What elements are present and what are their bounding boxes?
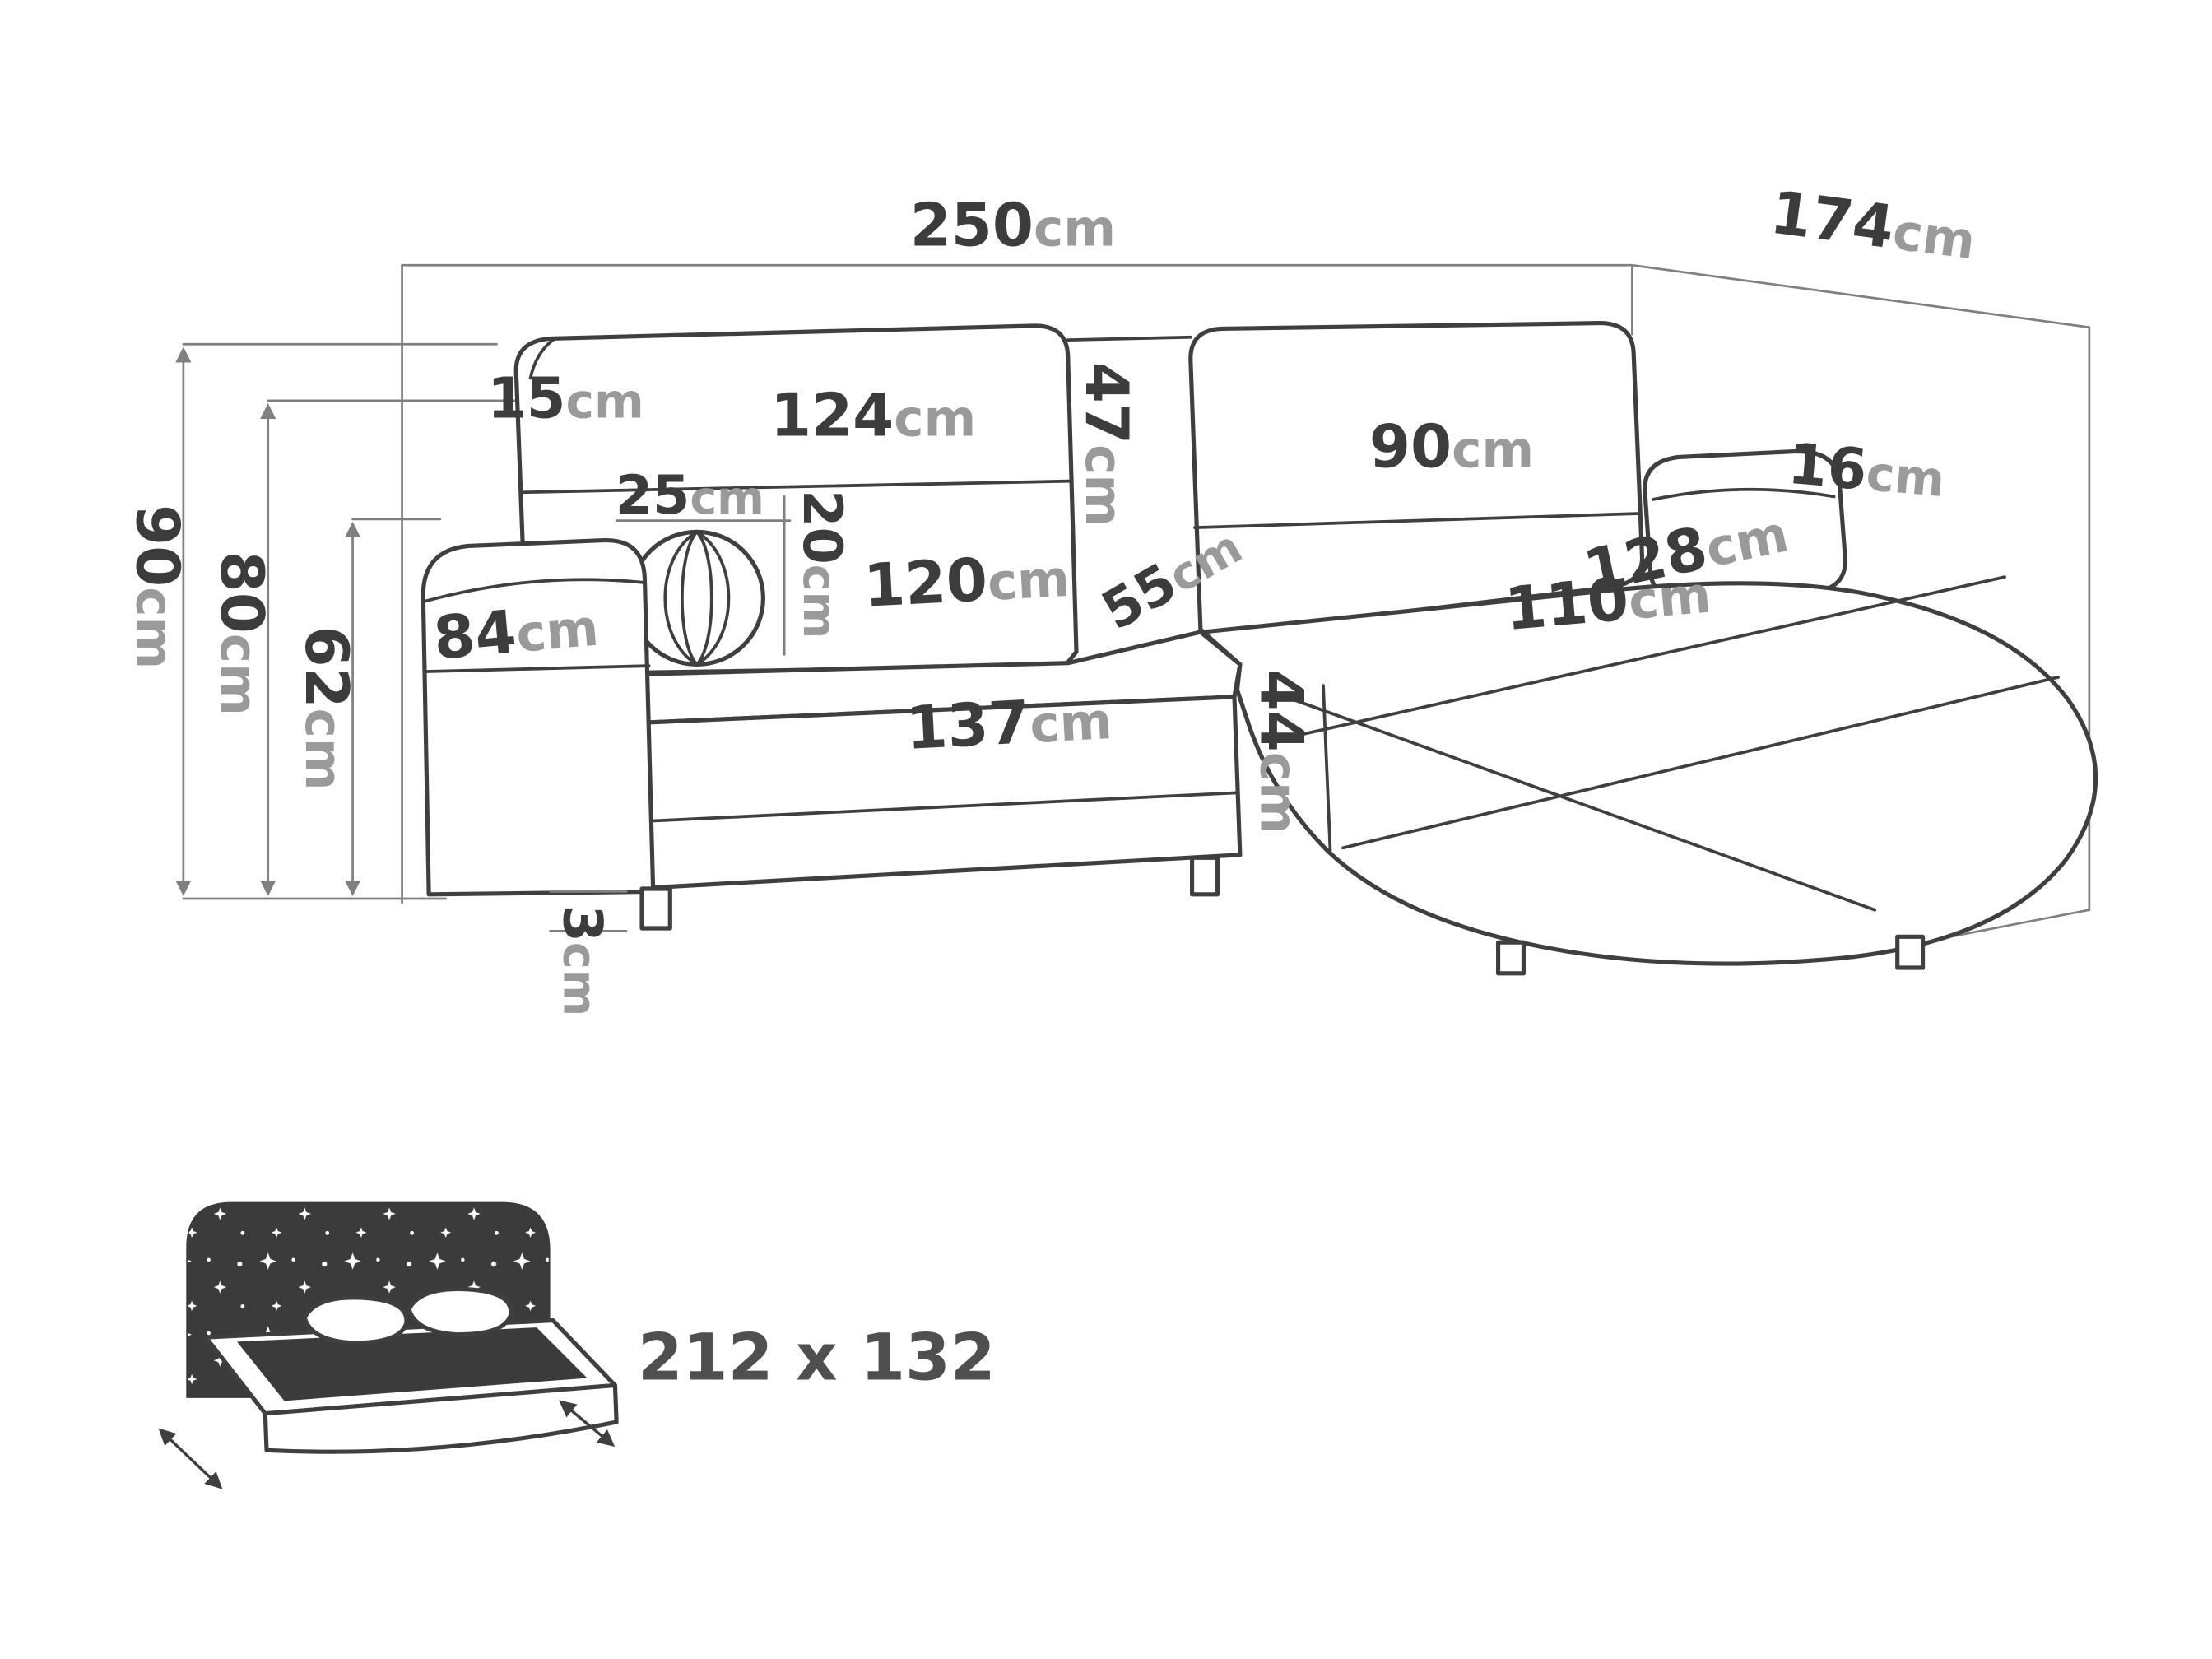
foot [1895,934,1926,970]
dim-back-cushion-left-width: 124cm [770,381,976,450]
height-ticks [182,342,521,900]
dim-chaise-width: 110cm [1502,557,1713,644]
dim-right-armrest-width: 16cm [1786,431,1948,510]
bed-pillow [302,1295,409,1345]
dim-total-depth: 174cm [1767,178,1980,273]
backrest-top-connector [1066,335,1192,342]
dim-left-armrest-height: 84cm [431,590,602,673]
foot [1495,940,1526,976]
dim-overall-height: 90cm [123,504,192,669]
dim-total-width: 250cm [910,190,1116,259]
armrest-right-roll [1652,487,1836,501]
measurement-guide-lines [175,263,2091,951]
dim-seat-height: 44cm [1248,670,1317,834]
back-cushion-left-seam [518,479,1074,495]
dim-leg-height: 3cm [551,905,613,1017]
bed-pillow [407,1286,514,1337]
dim-seat-width: 120cm [862,541,1071,620]
dim-seat-front-width: 137cm [904,683,1113,763]
armrest-left-seam [425,664,651,673]
dimension-labels: 250cm 174cm 90cm 80cm 62cm 15cm 124cm 47… [123,178,1980,1017]
fold-out-bed-icon [158,1201,619,1489]
round-pillow-outline [628,529,765,667]
sofa-outline-drawing [421,321,2098,976]
back-cushion-right-seam [1193,512,1641,530]
sleeping-area-label: 212 x 132 [638,1320,996,1396]
seat-chaise-junction [1322,684,1332,854]
leg-measure-ticks [549,890,628,932]
bed-unfold-arrow [559,1400,616,1448]
foot [1189,855,1220,897]
dim-armrest-height-floor: 62cm [292,625,361,790]
armrest-left [421,537,656,897]
dim-back-cushion-right-width: 90cm [1369,411,1534,481]
back-cushion-left-bevel [528,338,555,380]
sofa-feet [639,855,1926,976]
seat-front-seam [589,791,1239,826]
dim-pillow-height: 20cm [791,490,853,639]
dim-backrest-height: 80cm [207,551,276,716]
armrest-left-roll [424,578,647,603]
chaise-seams [1276,575,2061,912]
foot [639,886,672,931]
round-pillow-stripes [663,530,731,667]
dim-pillow-width: 25cm [616,465,764,527]
round-pillow [628,529,765,667]
bounding-box-lines [401,263,2091,951]
pillow-measure-ticks [615,495,792,656]
dim-backrest-top-depth: 15cm [487,365,644,431]
dim-back-cushion-height: 47cm [1072,362,1141,527]
bed-unfold-arrow [158,1428,223,1489]
